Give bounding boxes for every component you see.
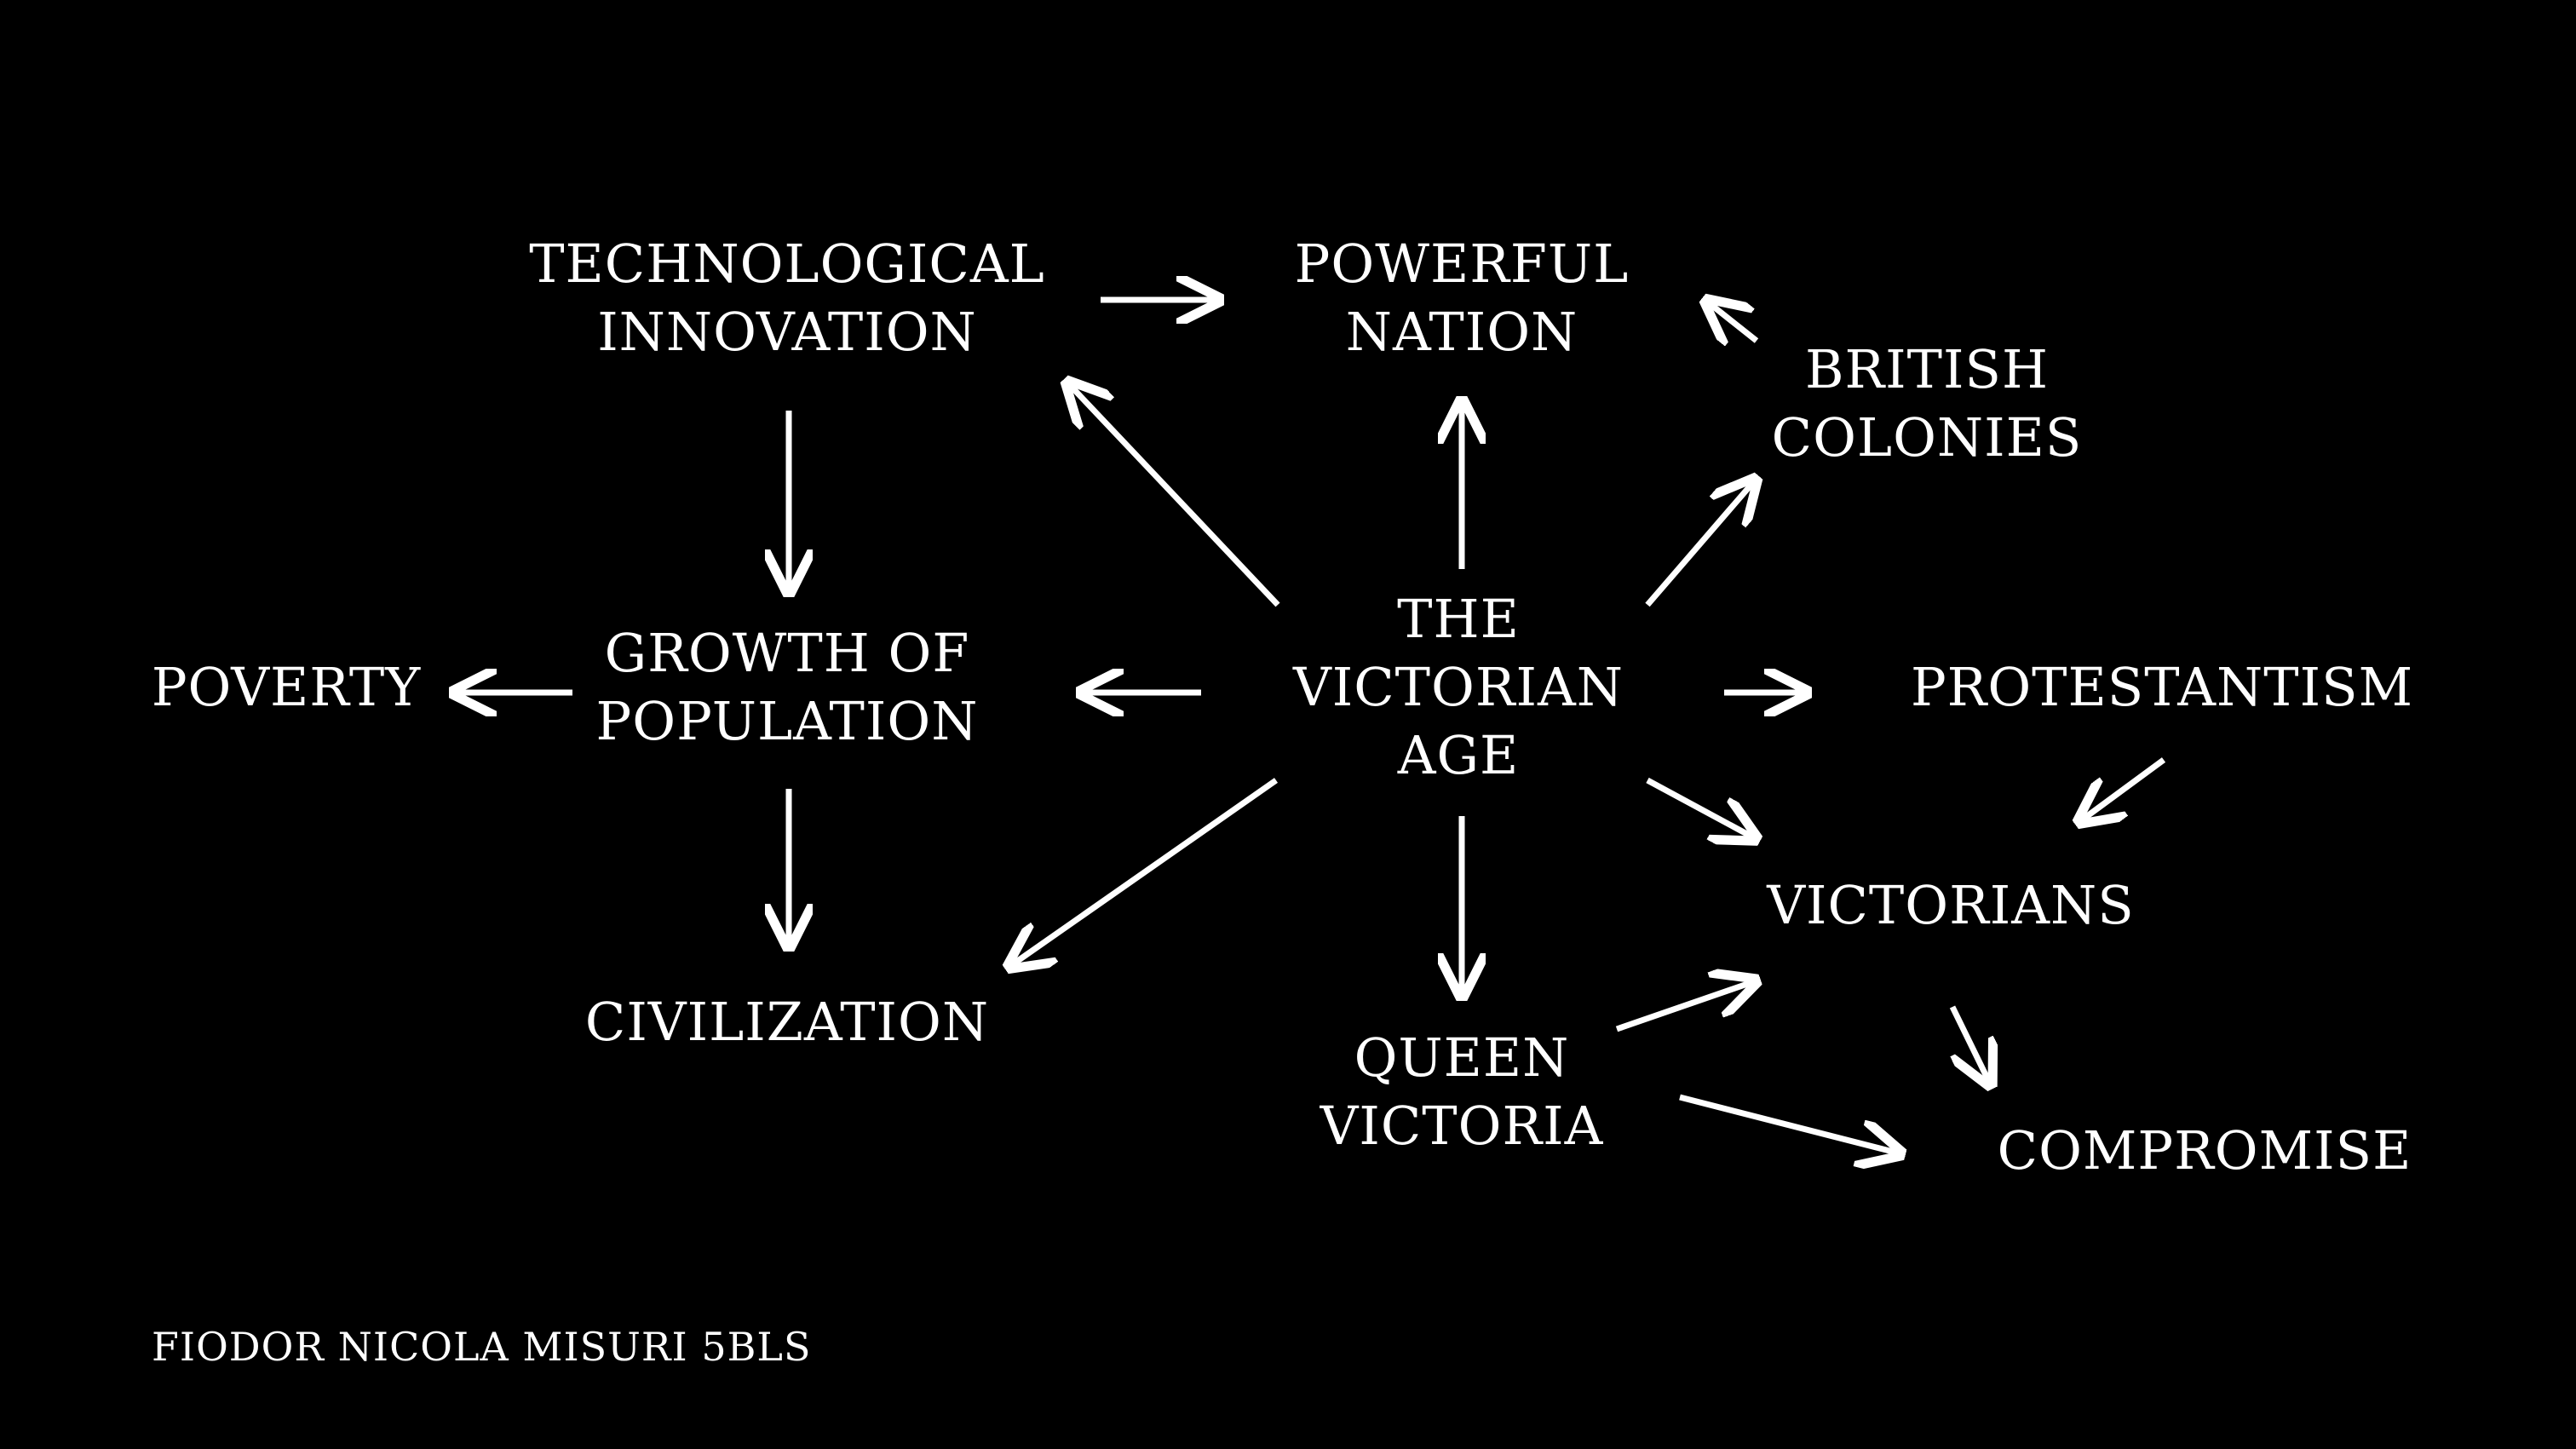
arrow-queen-victoria-to-victorians	[1615, 981, 1755, 1032]
node-label-line: British	[1804, 338, 2050, 400]
node-label-line: Age	[1397, 724, 1520, 786]
node-poverty: Poverty	[152, 653, 421, 722]
node-label-line: Nation	[1345, 301, 1578, 363]
node-label-line: Civilization	[584, 991, 990, 1053]
arrow-victorian-age-to-british-colonies	[1645, 480, 1755, 607]
node-label-line: Victorian	[1292, 656, 1624, 718]
node-label-line: Protestantism	[1910, 656, 2414, 718]
arrow-victorian-age-to-civilization	[1010, 778, 1279, 966]
arrow-victorian-age-to-technological-innovation	[1068, 383, 1280, 607]
node-growth-of-population: Growth of Population	[596, 619, 979, 756]
node-label-line: Poverty	[151, 656, 422, 718]
node-label-line: Colonies	[1771, 406, 2083, 469]
node-label-line: Growth of	[604, 622, 970, 684]
node-label-line: Innovation	[597, 301, 977, 363]
node-queen-victoria: Queen Victoria	[1320, 1024, 1604, 1160]
node-technological-innovation: Technological Innovation	[529, 230, 1045, 366]
node-victorians: Victorians	[1767, 871, 2135, 940]
arrow-victorian-age-to-victorians	[1646, 777, 1755, 838]
arrow-victorians-to-compromise	[1949, 1005, 1990, 1084]
arrow-british-colonies-to-powerful-nation	[1707, 302, 1759, 341]
node-label-line: Victoria	[1320, 1095, 1604, 1157]
arrow-protestantism-to-victorians	[2080, 757, 2166, 821]
node-label-line: Technological	[529, 233, 1045, 295]
node-protestantism: Protestantism	[1911, 653, 2413, 722]
node-label-line: Queen	[1354, 1026, 1570, 1089]
node-label-line: Population	[595, 690, 979, 752]
node-label-line: Powerful	[1294, 233, 1630, 295]
node-label-line: Compromise	[1997, 1119, 2412, 1182]
node-civilization: Civilization	[585, 988, 989, 1056]
node-label-line: The	[1397, 588, 1520, 650]
arrow-queen-victoria-to-compromise	[1679, 1094, 1900, 1153]
node-compromise: Compromise	[1998, 1117, 2412, 1185]
node-label-line: Victorians	[1767, 874, 2135, 936]
node-powerful-nation: Powerful Nation	[1295, 230, 1630, 366]
author-credit: Fiodor Nicola Misuri 5BLS	[152, 1324, 812, 1370]
node-the-victorian-age: The Victorian Age	[1293, 585, 1624, 790]
node-british-colonies: British Colonies	[1772, 336, 2083, 472]
